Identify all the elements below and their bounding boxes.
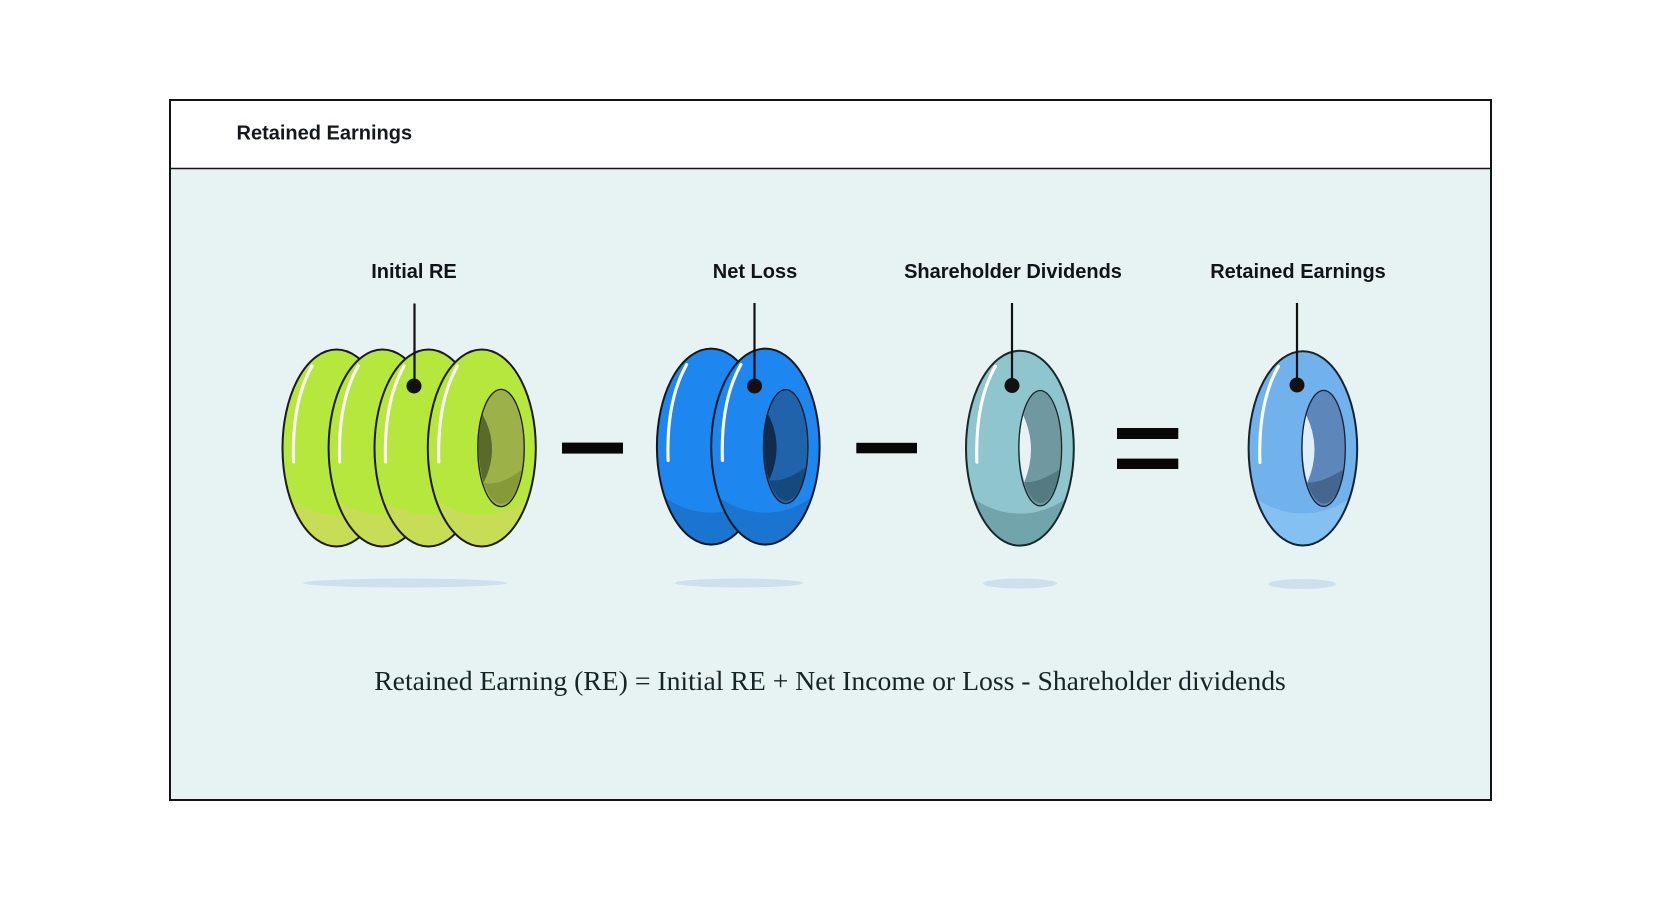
svg-text:Initial RE: Initial RE [371, 261, 457, 283]
svg-text:Retained Earning (RE) = Initia: Retained Earning (RE) = Initial RE + Net… [374, 665, 1286, 696]
svg-text:Retained Earnings: Retained Earnings [1210, 261, 1386, 283]
svg-text:Shareholder Dividends: Shareholder Dividends [904, 261, 1122, 283]
svg-text:Retained Earnings: Retained Earnings [237, 123, 413, 145]
svg-text:Net Loss: Net Loss [713, 261, 797, 283]
